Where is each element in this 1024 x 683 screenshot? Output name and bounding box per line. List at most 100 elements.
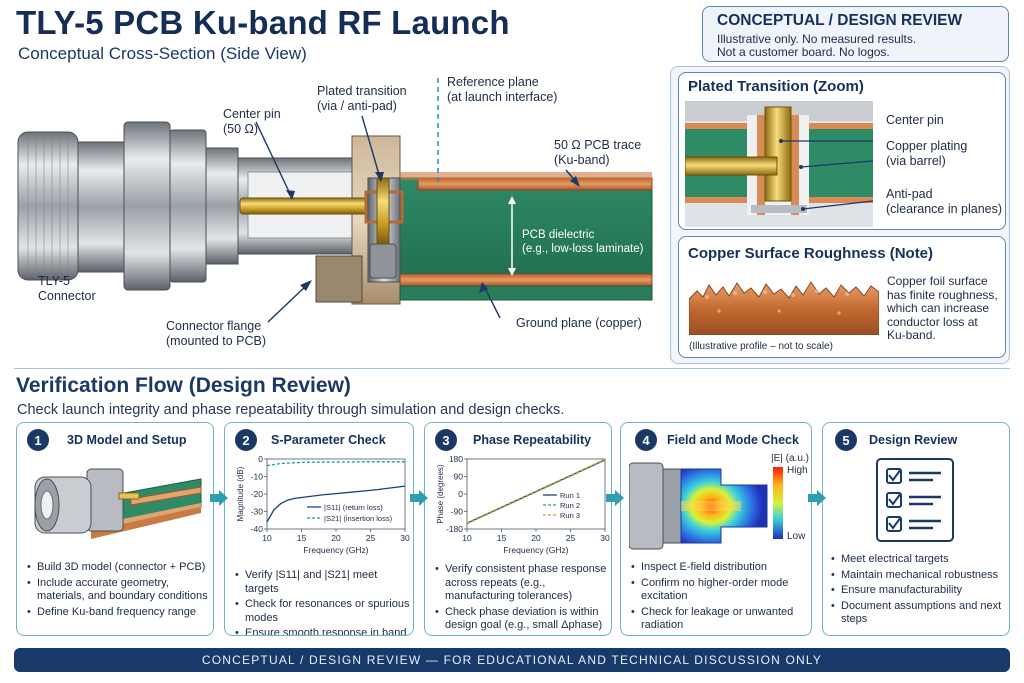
legend-label: |S21| (insertion loss) bbox=[324, 514, 393, 523]
field-legend-title: |E| (a.u.) bbox=[771, 453, 809, 464]
step-1-panel: 1 3D Model and Setup Build 3D model (con… bbox=[16, 422, 214, 636]
reference-plane-label: Reference plane (at launch interface) bbox=[447, 75, 558, 104]
step-5-bullets: Meet electrical targets Maintain mechani… bbox=[831, 553, 1009, 629]
zoom-panel: Plated Transition (Zoom) Center pin bbox=[678, 72, 1006, 230]
zoom-anti-pad-label: Anti-pad (clearance in planes) bbox=[886, 187, 1003, 216]
legend-label: |S11| (return loss) bbox=[324, 503, 383, 512]
y-tick-label: -90 bbox=[451, 507, 464, 517]
zoom-copper-plating-label: Copper plating (via barrel) bbox=[886, 139, 968, 168]
field-legend-high: High bbox=[787, 465, 808, 476]
pcb-trace-label: 50 Ω PCB trace (Ku-band) bbox=[554, 138, 642, 167]
x-tick-label: 25 bbox=[566, 533, 576, 543]
step-2-number: 2 bbox=[235, 429, 257, 451]
step-1-bullets: Build 3D model (connector + PCB) Include… bbox=[27, 561, 211, 621]
y-tick-label: 180 bbox=[449, 454, 463, 464]
verification-title: Verification Flow (Design Review) bbox=[16, 374, 351, 397]
step-2-bullet: Check for resonances or spurious modes bbox=[235, 598, 411, 625]
field-legend-low: Low bbox=[787, 531, 806, 542]
footer-banner: CONCEPTUAL / DESIGN REVIEW — FOR EDUCATI… bbox=[14, 648, 1010, 672]
page-subtitle: Conceptual Cross-Section (Side View) bbox=[18, 44, 307, 63]
x-tick-label: 30 bbox=[600, 533, 610, 543]
review-box-title: CONCEPTUAL / DESIGN REVIEW bbox=[717, 12, 963, 29]
checklist-icon bbox=[876, 458, 954, 542]
x-tick-label: 30 bbox=[400, 533, 410, 543]
y-tick-label: -40 bbox=[251, 524, 264, 534]
step-5-number: 5 bbox=[835, 429, 857, 451]
flow-arrow-icon bbox=[210, 490, 228, 506]
zoom-panel-title: Plated Transition (Zoom) bbox=[688, 78, 864, 95]
step-5-bullet: Meet electrical targets bbox=[831, 553, 1009, 567]
step-5-panel: 5 Design Review Meet electrical targets … bbox=[822, 422, 1010, 636]
step-2-bullet: Ensure smooth response in band bbox=[235, 627, 411, 635]
roughness-panel: Copper Surface Roughness (Note) Copper f… bbox=[678, 236, 1006, 358]
y-tick-label: -30 bbox=[251, 507, 264, 517]
connector-label: TLY-5 Connector bbox=[38, 274, 96, 303]
review-box-line2: Not a customer board. No logos. bbox=[717, 45, 890, 59]
section-divider bbox=[14, 368, 1010, 369]
page-title: TLY-5 PCB Ku-band RF Launch bbox=[16, 4, 510, 41]
field-colorbar bbox=[773, 467, 783, 539]
x-tick-label: 20 bbox=[331, 533, 341, 543]
x-tick-label: 15 bbox=[297, 533, 307, 543]
step-4-number: 4 bbox=[635, 429, 657, 451]
review-box-line1: Illustrative only. No measured results. bbox=[717, 32, 917, 46]
step-3-bullet: Verify consistent phase response across … bbox=[435, 563, 609, 604]
x-tick-label: 20 bbox=[531, 533, 541, 543]
legend-label: Run 2 bbox=[560, 501, 580, 510]
roughness-caption: (Illustrative profile – not to scale) bbox=[689, 341, 833, 352]
legend-label: Run 3 bbox=[560, 511, 580, 520]
y-axis-label: Magnitude (dB) bbox=[236, 466, 245, 521]
cross-section-illustration bbox=[17, 78, 653, 323]
flow-arrow-icon bbox=[808, 490, 826, 506]
step-4-bullet: Check for leakage or unwanted radiation bbox=[631, 606, 809, 633]
y-tick-label: 90 bbox=[454, 472, 464, 482]
flow-arrow-icon bbox=[410, 490, 428, 506]
step-2-bullets: Verify |S11| and |S21| meet targets Chec… bbox=[235, 569, 411, 635]
series-line bbox=[466, 458, 606, 524]
series-line bbox=[466, 459, 606, 525]
y-tick-label: -20 bbox=[251, 489, 264, 499]
step-3-title: Phase Repeatability bbox=[473, 433, 592, 447]
step-1-bullet: Build 3D model (connector + PCB) bbox=[27, 561, 211, 575]
step-4-title: Field and Mode Check bbox=[667, 433, 799, 447]
zoom-illustration bbox=[685, 101, 873, 227]
step-1-bullet: Define Ku-band frequency range bbox=[27, 606, 211, 620]
x-tick-label: 15 bbox=[497, 533, 507, 543]
x-tick-label: 10 bbox=[262, 533, 272, 543]
roughness-illustration bbox=[689, 281, 879, 335]
series-line bbox=[266, 485, 406, 523]
roughness-panel-title: Copper Surface Roughness (Note) bbox=[688, 245, 934, 262]
step-4-bullet: Confirm no higher-order mode excitation bbox=[631, 577, 809, 604]
step-3-bullets: Verify consistent phase response across … bbox=[435, 563, 609, 635]
step-4-bullet: Inspect E-field distribution bbox=[631, 561, 809, 575]
connector-flange-label: Connector flange (mounted to PCB) bbox=[166, 319, 267, 348]
center-pin-label: Center pin (50 Ω) bbox=[223, 107, 281, 136]
step-3-number: 3 bbox=[435, 429, 457, 451]
step-1-bullet: Include accurate geometry, materials, an… bbox=[27, 577, 211, 604]
step-2-title: S-Parameter Check bbox=[271, 433, 386, 447]
field-plot-image bbox=[629, 462, 768, 550]
pcb-dielectric-label: PCB dielectric (e.g., low-loss laminate) bbox=[522, 229, 644, 255]
x-axis-label: Frequency (GHz) bbox=[503, 545, 568, 555]
y-tick-label: 0 bbox=[458, 489, 463, 499]
series-line bbox=[266, 461, 405, 467]
step-1-model-image bbox=[34, 468, 202, 539]
ground-plane-label: Ground plane (copper) bbox=[516, 316, 642, 330]
legend-label: Run 1 bbox=[560, 491, 580, 500]
step-1-title: 3D Model and Setup bbox=[67, 433, 187, 447]
x-tick-label: 10 bbox=[462, 533, 472, 543]
step-5-bullet: Ensure manufacturability bbox=[831, 584, 1009, 598]
roughness-note: Copper foil surface has finite roughness… bbox=[887, 274, 998, 342]
y-tick-label: 0 bbox=[258, 454, 263, 464]
x-tick-label: 25 bbox=[366, 533, 376, 543]
review-box: CONCEPTUAL / DESIGN REVIEW Illustrative … bbox=[702, 6, 1009, 62]
plated-transition-label: Plated transition (via / anti-pad) bbox=[317, 84, 407, 113]
step-5-bullet: Maintain mechanical robustness bbox=[831, 569, 1009, 583]
y-axis-label: Phase (degrees) bbox=[436, 464, 445, 523]
verification-subtitle: Check launch integrity and phase repeata… bbox=[17, 402, 565, 418]
x-axis-label: Frequency (GHz) bbox=[303, 545, 368, 555]
